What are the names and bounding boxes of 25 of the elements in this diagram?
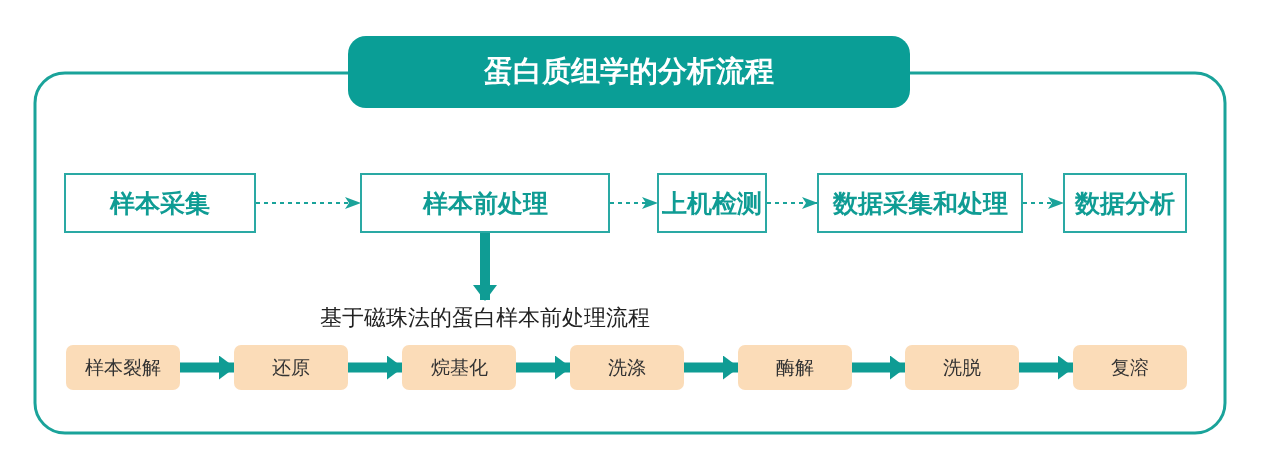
step-box: 样本裂解 — [66, 345, 180, 390]
arrow — [609, 197, 658, 209]
step-box: 洗涤 — [570, 345, 684, 390]
process-box: 上机检测 — [657, 173, 767, 233]
process-box: 样本前处理 — [360, 173, 610, 233]
step-box: 酶解 — [738, 345, 852, 390]
arrow — [1019, 355, 1074, 380]
section-heading: 基于磁珠法的蛋白样本前处理流程 — [280, 300, 690, 336]
arrow — [684, 355, 739, 380]
process-box: 数据采集和处理 — [817, 173, 1023, 233]
arrow — [1022, 197, 1064, 209]
process-box: 样本采集 — [64, 173, 256, 233]
title-banner: 蛋白质组学的分析流程 — [348, 36, 910, 108]
arrow — [766, 197, 818, 209]
step-box: 烷基化 — [402, 345, 516, 390]
arrow — [255, 197, 361, 209]
arrow — [473, 233, 497, 301]
step-box: 洗脱 — [905, 345, 1019, 390]
step-box: 复溶 — [1073, 345, 1187, 390]
step-box: 还原 — [234, 345, 348, 390]
arrow — [348, 355, 403, 380]
arrow — [180, 355, 235, 380]
process-box: 数据分析 — [1063, 173, 1187, 233]
arrow — [852, 355, 906, 380]
arrow — [516, 355, 571, 380]
